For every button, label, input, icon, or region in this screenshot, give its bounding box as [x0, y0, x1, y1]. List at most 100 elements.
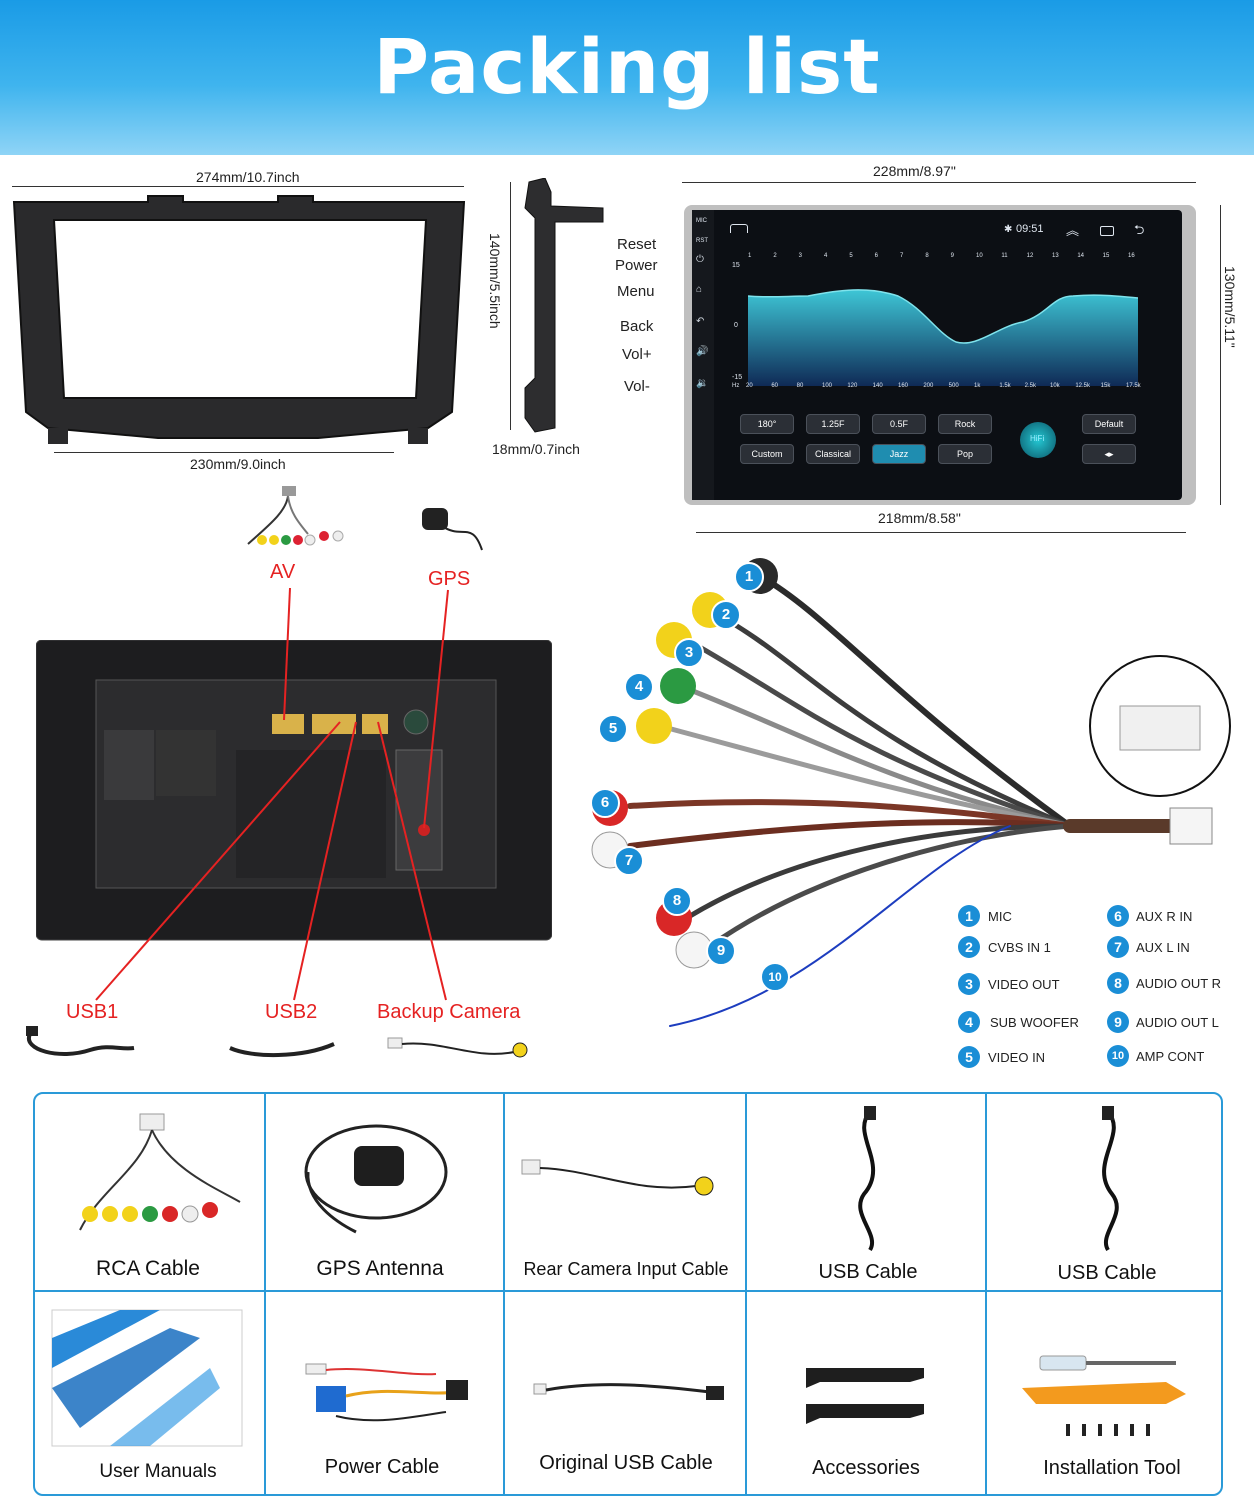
- usb-cable-thumbnail-1: [858, 1106, 876, 1252]
- cable-number-4: 4: [624, 672, 654, 702]
- grid-col-divider-3: [745, 1094, 747, 1494]
- eq-y-tick-mid: 0: [734, 322, 738, 329]
- eq-freq-11: 1.5k: [999, 383, 1011, 389]
- eq-band-10: 10: [976, 253, 983, 259]
- legend-label-6: AUX R IN: [1136, 909, 1193, 924]
- default-button[interactable]: Default: [1082, 414, 1136, 434]
- gps-antenna-thumbnail: [422, 508, 483, 551]
- original-usb-cable-thumbnail: [533, 1383, 724, 1400]
- accessories-thumbnail: [806, 1368, 924, 1424]
- eq-freq-4: 100: [822, 383, 833, 389]
- cable-number-2: 2: [711, 600, 741, 630]
- eq-freq-13: 10k: [1050, 383, 1060, 389]
- eq-freq-7: 160: [898, 383, 909, 389]
- hifi-button[interactable]: [1020, 422, 1056, 458]
- rear-camera-cable-thumbnail: [521, 1159, 714, 1196]
- item-label-accessories: Accessories: [812, 1457, 920, 1479]
- page-title: Packing list: [373, 22, 881, 111]
- preset-180[interactable]: 180°: [740, 414, 794, 434]
- legend-num-2: 2: [958, 936, 980, 958]
- vol-up-button-label: Vol+: [622, 346, 652, 363]
- eq-band-9: 9: [950, 253, 954, 259]
- camera-cable-thumbnail: [387, 1037, 528, 1058]
- item-label-gps-antenna: GPS Antenna: [316, 1257, 444, 1280]
- back-icon[interactable]: ↶: [696, 316, 705, 327]
- frame-top-dimension: 274mm/10.7inch: [196, 169, 300, 185]
- status-time: 09:51: [1016, 223, 1044, 235]
- legend-label-7: AUX L IN: [1136, 940, 1190, 955]
- expand-up-icon[interactable]: ︽: [1066, 223, 1080, 238]
- unit-bottom-dim-line: [696, 532, 1186, 533]
- item-label-rear-camera-cable: Rear Camera Input Cable: [523, 1259, 729, 1279]
- grid-col-divider-1: [264, 1094, 266, 1494]
- eq-band-5: 5: [849, 253, 853, 259]
- unit-bottom-dimension: 218mm/8.58": [878, 510, 961, 526]
- cable-number-8: 8: [662, 886, 692, 916]
- home-icon[interactable]: ⌂: [696, 284, 703, 295]
- legend-label-5: VIDEO IN: [988, 1050, 1046, 1065]
- preset-05f[interactable]: 0.5F: [872, 414, 926, 434]
- eq-x-unit: Hz: [732, 383, 740, 389]
- side-button-panel: [692, 210, 714, 500]
- cable-number-7: 7: [614, 846, 644, 876]
- frame-side-dim-line: [510, 182, 511, 430]
- preset-rock[interactable]: Rock: [938, 414, 992, 434]
- eq-y-tick-top: 15: [732, 262, 740, 269]
- eq-freq-6: 140: [872, 383, 883, 389]
- rca-harness-illustration: [591, 558, 1231, 1027]
- rst-label: RST: [696, 238, 708, 244]
- item-label-original-usb-cable: Original USB Cable: [539, 1452, 713, 1474]
- return-icon[interactable]: ⮌: [1134, 222, 1145, 237]
- callout-lines: [95, 587, 449, 1001]
- legend-num-5: 5: [958, 1046, 980, 1068]
- legend-label-8: AUDIO OUT R: [1136, 976, 1221, 991]
- gps-antenna-item-thumbnail: [304, 1124, 448, 1234]
- eq-band-1: 1: [748, 253, 752, 259]
- legend-label-10: AMP CONT: [1136, 1049, 1205, 1064]
- legend-num-8: 8: [1107, 972, 1129, 994]
- rca-cable-thumbnail: [79, 1113, 241, 1231]
- sound-field-button[interactable]: ◂▸: [1082, 444, 1136, 464]
- power-cable-thumbnail: [305, 1363, 468, 1422]
- legend-label-1: MIC: [988, 909, 1012, 924]
- preset-jazz[interactable]: Jazz: [872, 444, 926, 464]
- cable-number-5: 5: [598, 714, 628, 744]
- av-cable-thumbnail: [247, 486, 344, 546]
- legend-label-2: CVBS IN 1: [988, 940, 1051, 955]
- vol-up-icon[interactable]: 🔊: [696, 346, 709, 357]
- installation-tool-thumbnail: [1022, 1355, 1186, 1436]
- home-nav-icon[interactable]: [730, 224, 748, 233]
- item-label-usb-cable-2: USB Cable: [1057, 1262, 1157, 1284]
- recent-apps-icon[interactable]: [1100, 226, 1114, 236]
- packing-grid: [33, 1092, 1223, 1496]
- frame-depth-dimension: 18mm/0.7inch: [492, 441, 580, 457]
- preset-custom[interactable]: Custom: [740, 444, 794, 464]
- eq-band-8: 8: [925, 253, 929, 259]
- eq-freq-16: 17.5k: [1126, 383, 1141, 389]
- eq-band-15: 15: [1102, 253, 1110, 259]
- legend-num-4: 4: [958, 1011, 980, 1033]
- eq-freq-2: 60: [771, 383, 779, 389]
- frame-top-dim-line: [12, 186, 464, 187]
- legend-label-9: AUDIO OUT L: [1136, 1015, 1219, 1030]
- eq-band-2: 2: [773, 253, 777, 259]
- preset-pop[interactable]: Pop: [938, 444, 992, 464]
- power-icon[interactable]: ⏻: [696, 254, 704, 265]
- av-label: AV: [270, 561, 296, 583]
- unit-top-dimension: 228mm/8.97": [873, 163, 956, 179]
- eq-freq-3: 80: [796, 383, 804, 389]
- legend-label-4: SUB WOOFER: [990, 1015, 1079, 1030]
- head-unit-screen: MIC RST ⏻ ⌂ ↶ 🔊 🔉 ✱ 09:51 ︽ ⮌ 15 0 -15 H…: [692, 210, 1182, 500]
- mic-label: MIC: [696, 218, 707, 224]
- eq-band-4: 4: [824, 253, 828, 259]
- preset-125f[interactable]: 1.25F: [806, 414, 860, 434]
- cable-number-6: 6: [590, 788, 620, 818]
- preset-classical[interactable]: Classical: [806, 444, 860, 464]
- item-label-installation-tool: Installation Tool: [1043, 1457, 1181, 1479]
- eq-freq-12: 2.5k: [1024, 383, 1036, 389]
- usb1-cable-thumbnail: [26, 1026, 135, 1056]
- eq-band-13: 13: [1052, 253, 1059, 259]
- vol-down-icon[interactable]: 🔉: [696, 378, 709, 389]
- reset-button-label: Reset: [617, 236, 657, 253]
- menu-button-label: Menu: [617, 283, 655, 300]
